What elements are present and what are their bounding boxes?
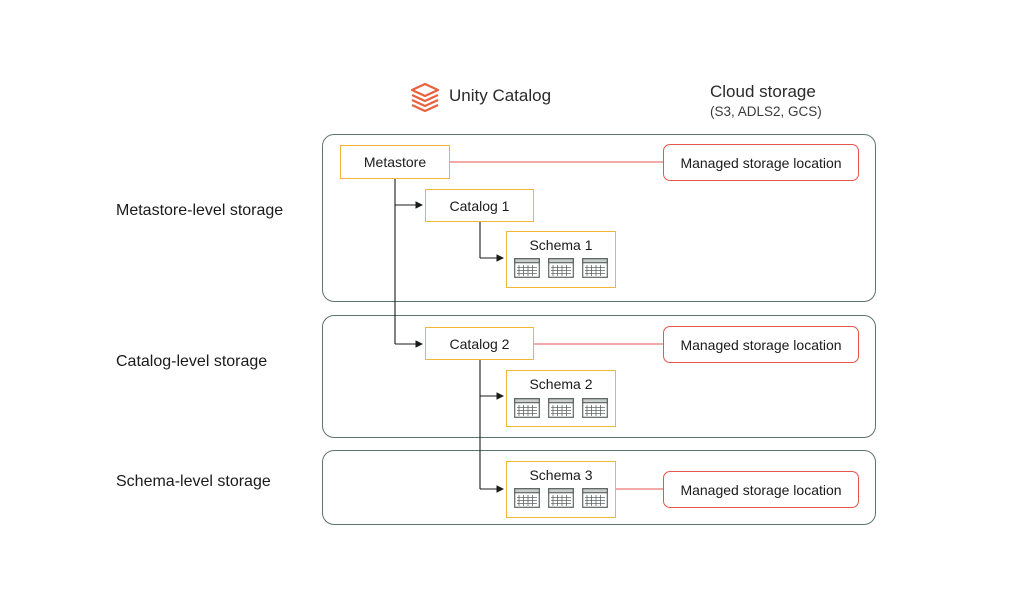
catalog2-node-label: Catalog 2 — [449, 336, 510, 352]
schema1-node-label: Schema 1 — [529, 237, 593, 253]
schema-level-band — [322, 450, 876, 525]
table-icon — [582, 258, 608, 278]
cloud-storage-providers: (S3, ADLS2, GCS) — [710, 104, 822, 119]
unity-catalog-logo-icon — [410, 82, 440, 112]
catalog2-node[interactable]: Catalog 2 — [425, 327, 534, 360]
catalog-managed-storage-label: Managed storage location — [680, 336, 842, 353]
table-icon — [514, 258, 540, 278]
table-icon — [548, 258, 574, 278]
catalog-level-label: Catalog-level storage — [116, 353, 268, 370]
table-icon — [514, 488, 540, 508]
cloud-storage-title: Cloud storage — [710, 82, 816, 101]
table-icon — [514, 398, 540, 418]
metastore-level-band — [322, 134, 876, 302]
table-icon — [548, 398, 574, 418]
schema-managed-storage-label: Managed storage location — [680, 481, 842, 498]
catalog-managed-storage-box[interactable]: Managed storage location — [663, 326, 859, 363]
schema3-node-label: Schema 3 — [529, 467, 593, 483]
metastore-level-label: Metastore-level storage — [116, 202, 284, 219]
schema2-node-label: Schema 2 — [529, 376, 593, 392]
catalog-level-band — [322, 315, 876, 438]
schema-level-label: Schema-level storage — [116, 473, 271, 490]
catalog1-node-label: Catalog 1 — [449, 198, 510, 214]
catalog1-node[interactable]: Catalog 1 — [425, 189, 534, 222]
metastore-managed-storage-box[interactable]: Managed storage location — [663, 144, 859, 181]
table-icon — [582, 488, 608, 508]
unity-catalog-title: Unity Catalog — [449, 86, 552, 105]
table-icon — [582, 398, 608, 418]
metastore-node-label: Metastore — [363, 154, 427, 170]
table-icon — [548, 488, 574, 508]
metastore-managed-storage-label: Managed storage location — [680, 154, 842, 171]
schema-managed-storage-box[interactable]: Managed storage location — [663, 471, 859, 508]
metastore-node[interactable]: Metastore — [340, 145, 450, 179]
